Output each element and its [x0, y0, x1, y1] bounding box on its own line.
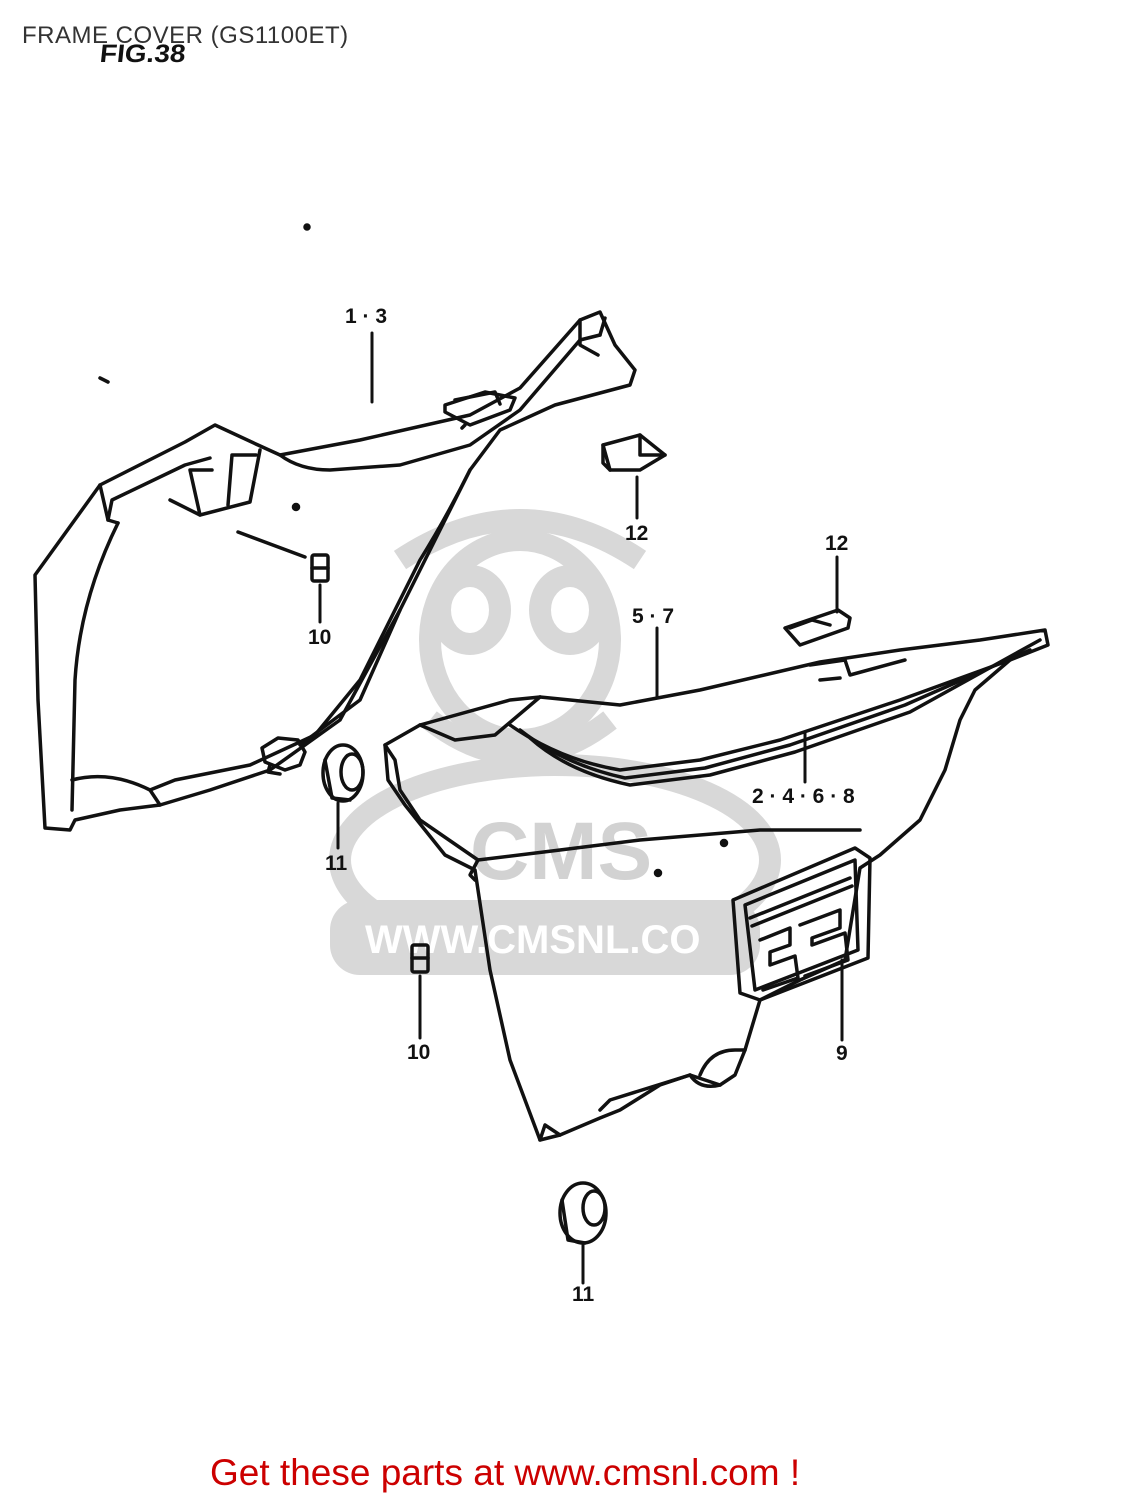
lower-cover-dot-a [719, 838, 729, 848]
cmsnl-link[interactable]: Get these parts at www.cmsnl.com ! [210, 1452, 801, 1493]
frame-cover-upper [33, 310, 637, 832]
lower-cover-dot-b [653, 868, 663, 878]
callout-5-7: 5 · 7 [632, 605, 675, 628]
callout-2-4-6-8: 2 · 4 · 6 · 8 [752, 785, 855, 808]
callout-11-lower: 11 [572, 1283, 595, 1306]
upper-cover-screw-line [236, 530, 307, 559]
gs-emblem [731, 846, 872, 1002]
upper-cover-clip [443, 390, 517, 430]
upper-cover-knob [260, 736, 307, 776]
figure-label: FIG.38 [98, 39, 188, 68]
callout-10-upper: 10 [308, 626, 332, 649]
callout-1-3: 1 · 3 [345, 305, 388, 328]
bracket-part-12-upper [601, 433, 667, 472]
callout-12-lower: 12 [825, 532, 849, 555]
upper-cover-dash [98, 376, 110, 384]
leader-lines [318, 331, 844, 1285]
watermark-url: WWW.CMSNL.CO [365, 918, 701, 962]
clip-part-10-upper [310, 553, 330, 583]
watermark-url-band [330, 900, 760, 975]
frame-cover-lower [383, 628, 1050, 1142]
grommet-part-11-lower [558, 1181, 608, 1245]
callout-12-upper: 12 [625, 522, 649, 545]
clip-part-10-lower [410, 943, 430, 974]
callout-11-upper: 11 [325, 852, 348, 875]
callout-9: 9 [836, 1042, 848, 1065]
stray-dot [303, 223, 311, 231]
diagram-title: FRAME COVER (GS1100ET) [22, 22, 349, 49]
upper-cover-dot [291, 502, 301, 512]
grommet-part-11-upper [321, 743, 365, 803]
bracket-part-12-lower [783, 608, 852, 647]
callout-10-lower: 10 [407, 1041, 431, 1064]
